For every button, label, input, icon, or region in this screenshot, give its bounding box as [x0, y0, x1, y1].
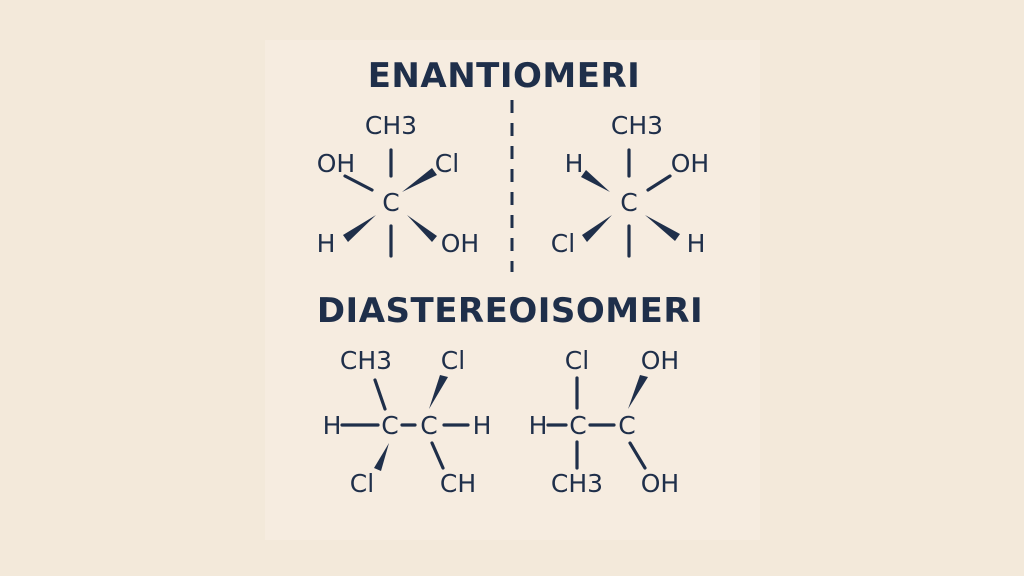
- enantiomer-right-molecule: CH3 H OH C Cl H: [551, 111, 709, 258]
- atom-upper-left: H: [565, 149, 584, 178]
- atom-ch-bottom: CH: [440, 469, 476, 498]
- bond-upper-right: [646, 174, 672, 192]
- atom-carbon-2: C: [618, 411, 635, 440]
- atom-cl-top: Cl: [565, 346, 589, 375]
- wedge-bond-upper-right: [402, 168, 437, 192]
- atom-carbon-2: C: [420, 411, 437, 440]
- atom-ch3-bottom: CH3: [551, 469, 603, 498]
- diastereomer-left-molecule: CH3 Cl H C C H Cl CH: [323, 346, 492, 498]
- wedge-bond-c2-up: [628, 375, 648, 409]
- atom-oh-bottom: OH: [641, 469, 679, 498]
- atom-lower-right: H: [687, 229, 706, 258]
- atom-upper-right: Cl: [435, 149, 459, 178]
- atom-lower-left: H: [317, 229, 336, 258]
- atom-lower-right: OH: [441, 229, 479, 258]
- wedge-bond-c2-up: [429, 375, 448, 409]
- atom-top-ch3: CH3: [365, 111, 417, 140]
- title-diastereomers: DIASTEREOISOMERI: [317, 291, 703, 331]
- wedge-bond-upper-left: [581, 170, 610, 192]
- atom-cl-bottom: Cl: [350, 469, 374, 498]
- atom-upper-left: OH: [317, 149, 355, 178]
- wedge-bond-lower-right: [645, 215, 680, 241]
- atom-h-right: H: [473, 411, 492, 440]
- atom-carbon-1: C: [381, 411, 398, 440]
- wedge-bond-lower-left: [343, 215, 376, 242]
- enantiomer-left-molecule: CH3 OH Cl C H OH: [317, 111, 480, 258]
- bond-c2-down: [628, 441, 647, 470]
- atom-lower-left: Cl: [551, 229, 575, 258]
- atom-cl-top: Cl: [441, 346, 465, 375]
- atom-top-ch3: CH3: [611, 111, 663, 140]
- atom-carbon-1: C: [569, 411, 586, 440]
- atom-h-left: H: [323, 411, 342, 440]
- bond-upper-left: [343, 174, 374, 192]
- atom-center-carbon: C: [620, 188, 637, 217]
- title-enantiomers: ENANTIOMERI: [368, 56, 641, 96]
- atom-oh-top: OH: [641, 346, 679, 375]
- wedge-bond-lower-right: [407, 215, 437, 242]
- atom-center-carbon: C: [382, 188, 399, 217]
- diastereomer-right-molecule: Cl OH H C C CH3 OH: [529, 346, 680, 498]
- wedge-bond-c1-down: [374, 443, 389, 471]
- atom-upper-right: OH: [671, 149, 709, 178]
- bond-c1-up: [373, 378, 387, 411]
- bond-c2-down: [430, 441, 445, 470]
- atom-h-left: H: [529, 411, 548, 440]
- atom-ch3: CH3: [340, 346, 392, 375]
- wedge-bond-lower-left: [582, 215, 612, 242]
